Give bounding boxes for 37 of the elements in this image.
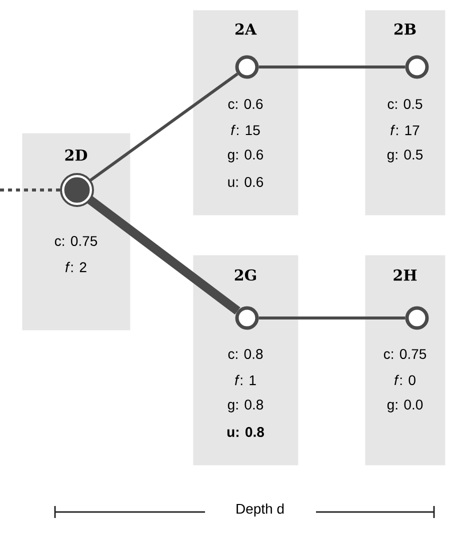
panel-heading: 2G xyxy=(234,269,256,281)
panel xyxy=(193,255,298,466)
value-label: g: 0.8 xyxy=(228,400,264,412)
panel xyxy=(193,10,298,216)
panel-heading: 2A xyxy=(235,23,257,35)
value-label: f: 17 xyxy=(390,124,420,136)
dotted-line xyxy=(0,188,62,192)
tree-node xyxy=(60,173,94,207)
panel-heading: 2D xyxy=(65,149,88,161)
tree-node xyxy=(235,306,259,330)
panel xyxy=(365,10,446,216)
value-label: u: 0.8 xyxy=(227,427,264,437)
connector-line xyxy=(86,196,240,315)
value-label: f: 0 xyxy=(394,374,416,386)
tree-node xyxy=(405,306,429,330)
value-label: g: 0.5 xyxy=(387,150,423,162)
value-label: g: 0.6 xyxy=(228,150,264,162)
value-label: c: 0.75 xyxy=(54,236,98,246)
connector-line xyxy=(258,316,406,320)
value-label: c: 0.5 xyxy=(388,99,422,109)
connector-line xyxy=(258,66,406,68)
axis-label: Depth d xyxy=(236,503,284,517)
connector-line xyxy=(88,72,238,182)
value-label: u: 0.6 xyxy=(228,177,264,187)
panel xyxy=(22,133,130,330)
value-label: c: 0.6 xyxy=(228,99,263,109)
panel-heading: 2H xyxy=(394,269,417,281)
value-label: f: 2 xyxy=(66,262,86,272)
tree-node xyxy=(405,55,429,79)
value-label: c: 0.75 xyxy=(384,349,426,359)
panel-heading: 2B xyxy=(394,23,416,35)
value-label: c: 0.8 xyxy=(228,349,263,359)
value-label: f: 1 xyxy=(235,374,256,386)
panel xyxy=(365,255,446,466)
value-label: g: 0.0 xyxy=(387,400,423,412)
tree-node xyxy=(235,55,259,79)
value-label: f: 15 xyxy=(231,124,260,136)
